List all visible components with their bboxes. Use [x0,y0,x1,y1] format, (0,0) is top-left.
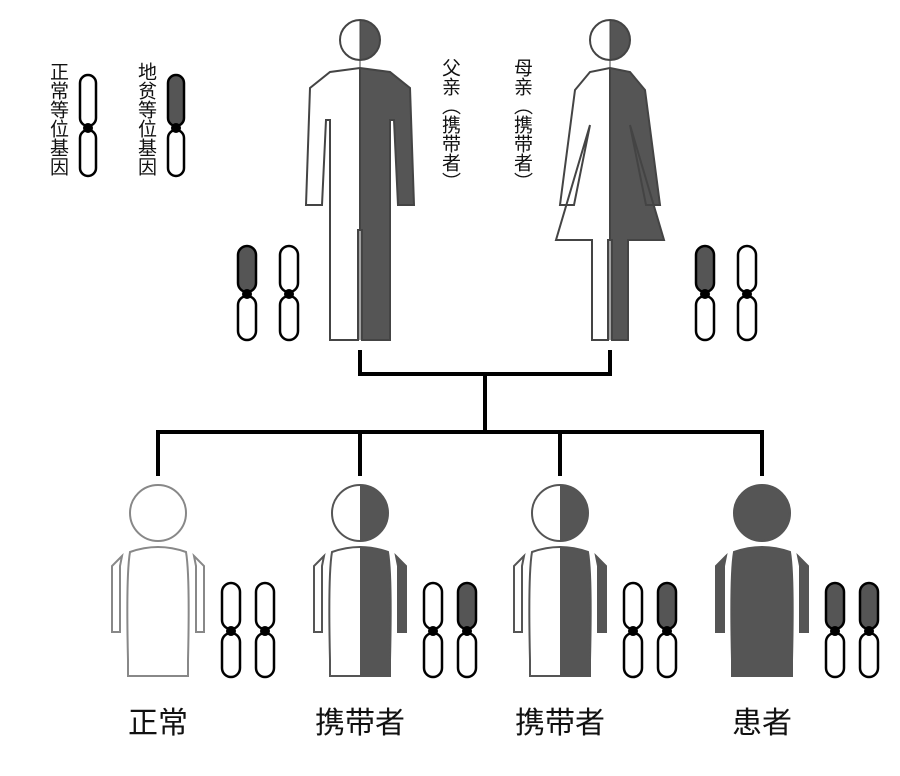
child-figure-4 [716,485,808,676]
legend-normal-chromosome [80,75,96,176]
child-figure-2 [314,485,406,676]
child-chromosome-pair-4 [826,583,878,677]
father-label: 父亲（携带者） [440,58,459,191]
legend-normal-label: 正常等位基因 [48,62,67,176]
child-figure-1 [112,485,204,676]
child-label-3: 携带者 [490,698,630,742]
child-label-4: 患者 [692,698,832,742]
mother-label: 母亲（携带者） [512,58,531,191]
child-label-1: 正常 [88,698,228,742]
pedigree-connectors [158,350,762,476]
father-figure [306,20,414,340]
child-chromosome-pair-2 [424,583,476,677]
mother-chromosome-pair [696,246,756,340]
legend-thal-chromosome [168,75,184,176]
child-chromosome-pair-3 [624,583,676,677]
father-chromosome-pair [238,246,298,340]
legend-thal-label: 地贫等位基因 [136,62,155,176]
child-figure-3 [514,485,606,676]
child-label-2: 携带者 [290,698,430,742]
child-chromosome-pair-1 [222,583,274,677]
mother-figure [556,20,664,340]
